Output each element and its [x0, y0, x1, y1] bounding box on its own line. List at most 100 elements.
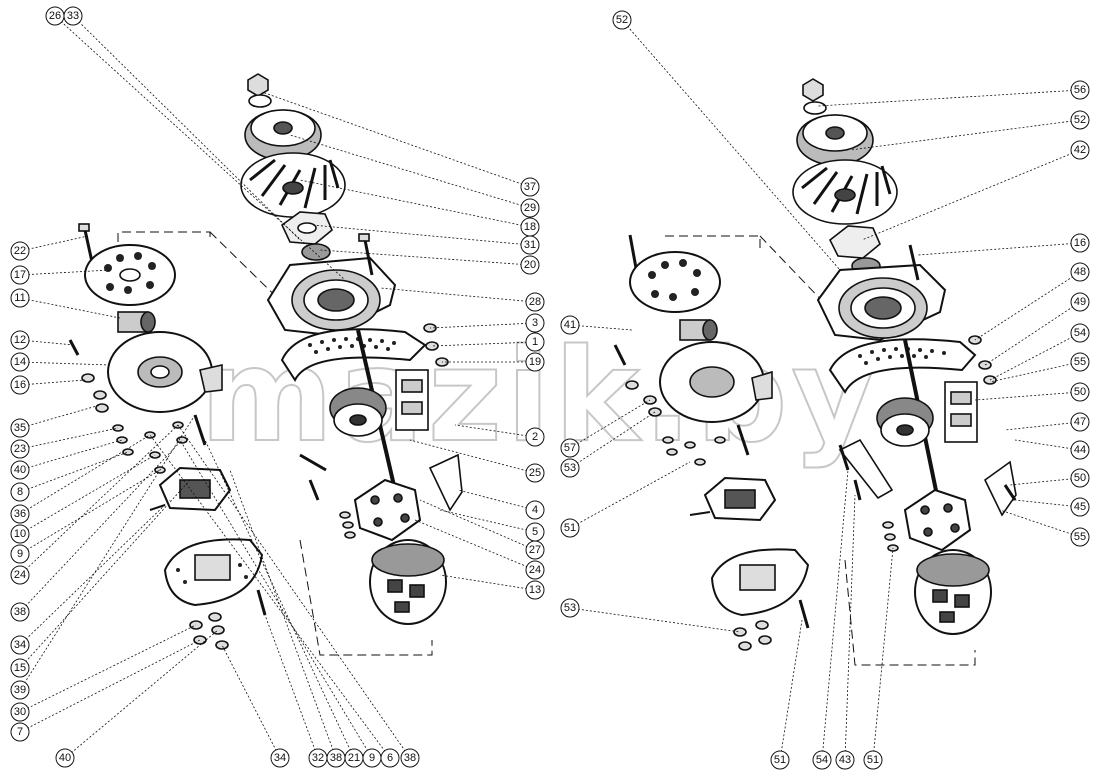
leader-line	[179, 439, 373, 759]
diode-plate-icon	[903, 488, 972, 552]
callout-circle	[10, 635, 30, 655]
callout-number: 28	[529, 296, 541, 308]
callout-circle	[1070, 80, 1090, 100]
callout-8: 8	[10, 482, 30, 502]
callout-circle	[520, 198, 540, 218]
callout-1: 1	[525, 332, 545, 352]
callout-circle	[525, 352, 545, 372]
callout-number: 22	[14, 245, 26, 257]
callout-number: 52	[616, 14, 628, 26]
callout-number: 52	[1074, 114, 1086, 126]
callout-34: 34	[10, 635, 30, 655]
nut-icon	[247, 73, 272, 108]
callout-number: 25	[529, 467, 541, 479]
callout-50: 50	[1070, 382, 1090, 402]
callout-number: 4	[532, 504, 538, 516]
leader-line	[409, 439, 536, 474]
leader-lines	[19, 15, 1081, 761]
leader-line	[1009, 477, 1081, 486]
callout-32: 32	[308, 748, 328, 768]
slip-ring-end-housing-icon	[659, 341, 773, 423]
leader-line	[19, 361, 111, 366]
callout-circle	[10, 352, 30, 372]
callout-5: 5	[525, 522, 545, 542]
callout-circle	[1070, 440, 1090, 460]
callout-circle	[560, 598, 580, 618]
callout-25: 25	[525, 463, 545, 483]
right-dashed-frame	[665, 235, 976, 666]
callout-number: 33	[67, 10, 79, 22]
callout-circle	[1070, 412, 1090, 432]
leader-line	[779, 619, 803, 761]
leader-line	[1004, 421, 1081, 431]
callout-number: 24	[14, 569, 26, 581]
bearing-icon	[117, 311, 156, 333]
callout-number: 2	[532, 431, 538, 443]
callout-20: 20	[520, 255, 540, 275]
leader-line	[439, 574, 536, 591]
callout-number: 8	[17, 486, 23, 498]
bolt-icon	[78, 223, 94, 263]
callout-circle	[400, 748, 420, 768]
callout-circle	[560, 458, 580, 478]
callout-circle	[10, 680, 30, 700]
callout-34: 34	[270, 748, 290, 768]
callout-27: 27	[525, 540, 545, 560]
leader-line	[19, 269, 111, 276]
nut-icon	[802, 78, 827, 115]
leader-line	[64, 629, 219, 759]
callout-14: 14	[10, 352, 30, 372]
leader-line	[419, 499, 536, 551]
callout-circle	[10, 330, 30, 350]
callout-51: 51	[560, 518, 580, 538]
callout-6: 6	[380, 748, 400, 768]
callout-circle	[1070, 140, 1090, 160]
leader-line	[429, 322, 536, 329]
bolt-icon	[736, 424, 750, 456]
leader-line	[1014, 439, 1081, 451]
callout-42: 42	[1070, 140, 1090, 160]
leader-line	[849, 119, 1081, 151]
leader-line	[414, 519, 536, 571]
spacer-plate-icon	[828, 225, 881, 259]
regulator-icon	[689, 476, 777, 522]
callout-28: 28	[525, 292, 545, 312]
callout-circle	[10, 524, 30, 544]
leader-line	[989, 332, 1081, 381]
stator-shield-icon	[280, 328, 427, 383]
callout-circle	[525, 580, 545, 600]
leader-line	[319, 249, 531, 266]
callout-number: 43	[839, 754, 851, 766]
rear-cover-icon	[710, 548, 810, 617]
callout-number: 20	[524, 259, 536, 271]
bolt-icon	[853, 479, 862, 501]
rotor-icon	[329, 329, 397, 491]
brush-plate-icon	[84, 244, 176, 306]
leader-line	[974, 271, 1081, 341]
leader-line	[621, 19, 841, 271]
callout-48: 48	[1070, 262, 1090, 282]
callout-26: 26	[45, 6, 65, 26]
bolt-icon	[358, 233, 374, 276]
callout-circle	[525, 332, 545, 352]
leader-line	[439, 509, 536, 533]
bracket-icon	[983, 460, 1017, 517]
bolt-icon	[1003, 484, 1017, 501]
callout-number: 35	[14, 422, 26, 434]
right-assembly	[613, 78, 1017, 651]
callout-number: 1	[532, 336, 538, 348]
callout-number: 26	[49, 10, 61, 22]
bolt-icon	[193, 414, 207, 446]
callout-circle	[525, 463, 545, 483]
callout-circle	[10, 658, 30, 678]
bolt-icon	[299, 453, 327, 501]
callout-circle	[1070, 323, 1090, 343]
rear-housing-icon	[369, 539, 447, 625]
callout-3: 3	[525, 313, 545, 333]
callout-number: 16	[14, 379, 26, 391]
leader-line	[289, 134, 531, 209]
callout-number: 38	[14, 606, 26, 618]
callout-number: 11	[14, 292, 25, 304]
callout-circle	[10, 288, 30, 308]
